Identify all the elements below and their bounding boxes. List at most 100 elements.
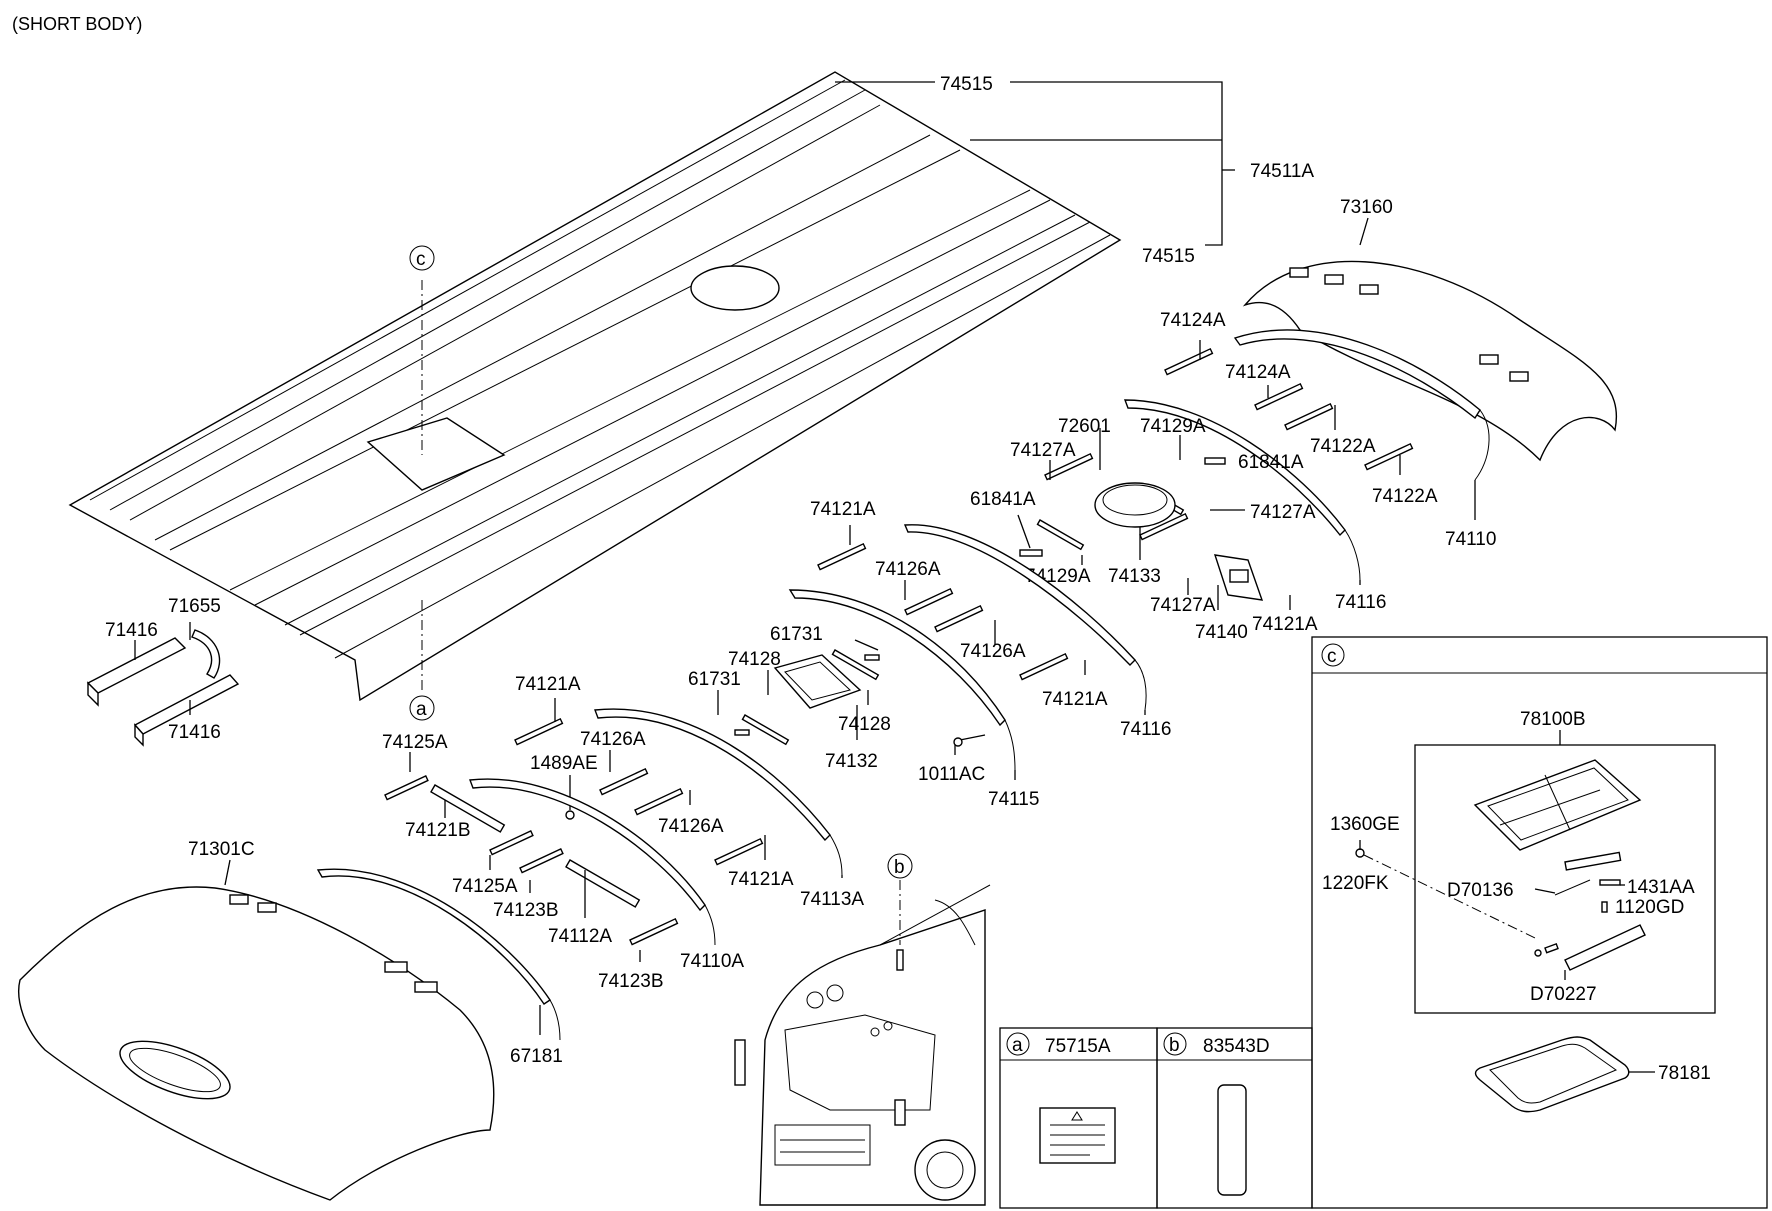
label-74133: 74133 xyxy=(1108,566,1161,587)
spring-1431AA xyxy=(1599,879,1621,886)
callout-b-circle xyxy=(887,853,913,879)
bow-74116 xyxy=(903,524,1136,666)
label-78181: 78181 xyxy=(1658,1063,1711,1084)
rear-cap-73160 xyxy=(1242,260,1618,462)
label-74127A-1: 74127A xyxy=(1010,440,1076,461)
roof-hatch-opening xyxy=(366,417,506,491)
truck-illustration xyxy=(734,880,991,1206)
label-74121A-2: 74121A xyxy=(1252,614,1318,635)
clip-61841A-left xyxy=(1019,549,1043,557)
label-61731-2: 61731 xyxy=(688,669,741,690)
label-74140: 74140 xyxy=(1195,622,1248,643)
label-74122A-2: 74122A xyxy=(1372,486,1438,507)
bow-74110 xyxy=(1233,329,1481,420)
label-74113A: 74113A xyxy=(800,889,864,910)
detail-box-c: c 78100B 1360GE 1220FK D70136 1431AA 112… xyxy=(1311,636,1768,1209)
label-1120GD: 1120GD xyxy=(1615,897,1684,918)
detail-box-a: a 75715A xyxy=(999,1027,1158,1209)
label-74110A: 74110A xyxy=(680,951,744,972)
label-74126A-2: 74126A xyxy=(960,641,1026,662)
label-74115: 74115 xyxy=(988,789,1039,810)
label-74132: 74132 xyxy=(825,751,878,772)
clip-61841A-right xyxy=(1204,457,1226,465)
label-61841A-2: 61841A xyxy=(1238,452,1304,473)
label-74515-bottom: 74515 xyxy=(1142,246,1195,267)
strip-83543D xyxy=(1217,1084,1247,1196)
label-1220FK: 1220FK xyxy=(1322,873,1389,894)
label-D70227: D70227 xyxy=(1530,984,1597,1005)
label-74124A-1: 74124A xyxy=(1160,310,1226,331)
detail-c-header: c xyxy=(1327,646,1337,667)
callout-c-label: c xyxy=(416,249,426,270)
label-74116-2: 74116 xyxy=(1120,719,1171,740)
label-72601: 72601 xyxy=(1058,416,1111,437)
detail-b-part: 83543D xyxy=(1203,1036,1270,1057)
label-71301C: 71301C xyxy=(188,839,255,860)
label-74125A-2: 74125A xyxy=(452,876,518,897)
hatch-assembly-box xyxy=(1414,744,1716,1014)
label-71416-2: 71416 xyxy=(168,722,221,743)
vent-ring-74133 xyxy=(1094,482,1176,528)
callout-c-circle xyxy=(409,245,435,271)
arm-bracket xyxy=(1564,924,1646,971)
label-74122A-1: 74122A xyxy=(1310,436,1376,457)
hinge-bracket xyxy=(1564,851,1622,871)
callout-b-label: b xyxy=(894,857,905,878)
label-D70136: D70136 xyxy=(1447,880,1514,901)
label-73160: 73160 xyxy=(1340,197,1393,218)
tray-74132 xyxy=(773,654,862,709)
label-74124A-2: 74124A xyxy=(1225,362,1291,383)
label-74112A: 74112A xyxy=(548,926,612,947)
label-78100B: 78100B xyxy=(1520,709,1586,730)
screw-1360GE xyxy=(1355,848,1365,858)
label-1431AA: 1431AA xyxy=(1627,877,1695,898)
detail-box-b: b 83543D xyxy=(1156,1027,1313,1209)
label-74110: 74110 xyxy=(1445,529,1496,550)
bow-67181 xyxy=(316,868,551,1005)
front-cap-71301C xyxy=(18,886,495,1201)
label-74121A-4: 74121A xyxy=(515,674,581,695)
label-74127A-3: 74127A xyxy=(1150,595,1216,616)
brackets-71416 xyxy=(86,637,240,747)
fastener-1489AE xyxy=(565,810,575,820)
label-71655: 71655 xyxy=(168,596,221,617)
bow-74129A-upper xyxy=(1123,399,1346,537)
seal-71655 xyxy=(191,629,221,679)
label-61731-1: 61731 xyxy=(770,624,823,645)
label-74511A: 74511A xyxy=(1250,161,1314,182)
label-74129A-1: 74129A xyxy=(1140,416,1206,437)
seal-78181 xyxy=(1474,1036,1630,1113)
bow-74113A xyxy=(594,708,831,842)
label-61841A-1: 61841A xyxy=(970,489,1036,510)
diagram-title: (SHORT BODY) xyxy=(12,14,142,34)
bow-74110A xyxy=(469,778,706,912)
front-vent-handle xyxy=(119,1040,231,1100)
label-74125A-1: 74125A xyxy=(382,732,448,753)
label-74126A-3: 74126A xyxy=(580,729,646,750)
detail-a-part: 75715A xyxy=(1045,1036,1111,1057)
label-74515-top: 74515 xyxy=(940,74,993,95)
label-74116-1: 74116 xyxy=(1335,592,1386,613)
callout-a-circle xyxy=(409,695,435,721)
label-74121B: 74121B xyxy=(405,820,471,841)
label-74128-1: 74128 xyxy=(728,649,781,670)
label-74121A-5: 74121A xyxy=(728,869,794,890)
label-74123B-2: 74123B xyxy=(598,971,664,992)
detail-b-header: b xyxy=(1169,1035,1180,1056)
label-1011AC: 1011AC xyxy=(918,764,985,785)
label-74127A-2: 74127A xyxy=(1250,502,1316,523)
label-67181: 67181 xyxy=(510,1046,563,1067)
label-71416-1: 71416 xyxy=(105,620,158,641)
label-1489AE: 1489AE xyxy=(530,753,598,774)
roof-panel xyxy=(68,71,1122,702)
label-1360GE: 1360GE xyxy=(1330,814,1400,835)
label-74126A-4: 74126A xyxy=(658,816,724,837)
callout-a-label: a xyxy=(416,699,427,720)
bow-74115 xyxy=(788,589,1006,727)
roof-vent-opening xyxy=(690,265,780,311)
detail-a-header: a xyxy=(1012,1035,1023,1056)
label-74123B-1: 74123B xyxy=(493,900,559,921)
label-74121A-1: 74121A xyxy=(810,499,876,520)
label-74126A-1: 74126A xyxy=(875,559,941,580)
